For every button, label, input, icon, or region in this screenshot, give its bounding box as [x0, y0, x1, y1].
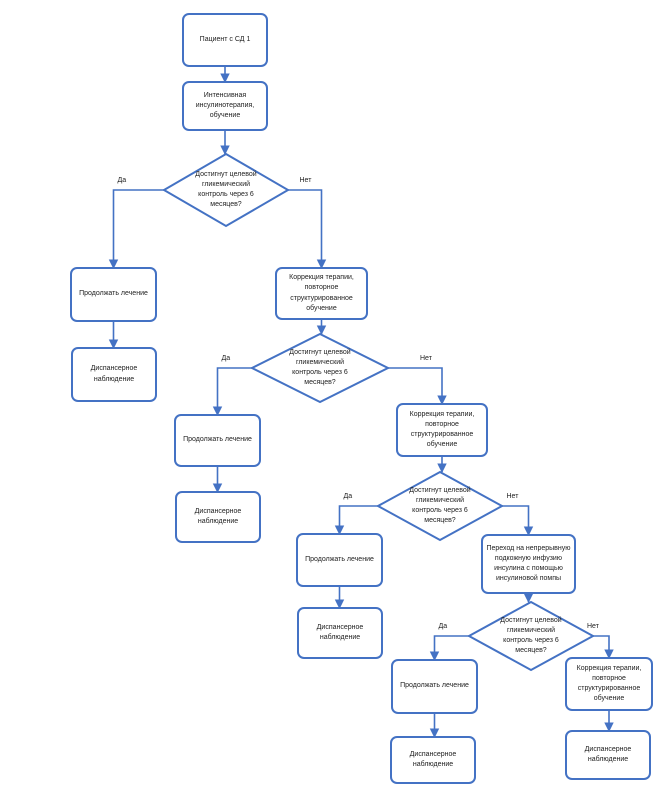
- continue-treatment-2-label: Продолжать лечение: [183, 436, 252, 444]
- decision-4-label: Достигнут целевой гликемический контроль…: [500, 616, 562, 655]
- continue-treatment-1-label: Продолжать лечение: [79, 290, 148, 298]
- continue-treatment-1-box: [70, 267, 157, 322]
- correction-2-label: Коррекция терапии, повторное структуриро…: [409, 410, 475, 449]
- no-label-4: Нет: [587, 623, 599, 630]
- intensive-therapy-box: [182, 81, 268, 131]
- dispensary-1-label: Диспансерное наблюдение: [90, 365, 138, 383]
- insulin-pump-label: Переход на непрерывную подкожную инфузию…: [486, 544, 571, 583]
- connector-yes-3: [334, 505, 378, 535]
- intensive-therapy-label: Интенсивная инсулинотерапия, обучение: [195, 91, 255, 120]
- connector-yes-4: [429, 635, 469, 661]
- decision-2-label: Достигнут целевой гликемический контроль…: [289, 348, 351, 387]
- dispensary-5-label: Диспансерное наблюдение: [584, 745, 632, 763]
- connector-no-2: [388, 367, 447, 405]
- no-label-2: Нет: [420, 355, 432, 362]
- decision-3-label: Достигнут целевой гликемический контроль…: [409, 486, 471, 525]
- no-label-3: Нет: [506, 493, 519, 500]
- dispensary-3-label: Диспансерное наблюдение: [316, 623, 364, 641]
- continue-treatment-2-box: [174, 414, 261, 467]
- continue-treatment-3-label: Продолжать лечение: [305, 555, 374, 563]
- decision-1-label: Достигнут целевой гликемический контроль…: [195, 170, 257, 209]
- yes-label-1: Да: [117, 177, 127, 184]
- dispensary-4-box: [390, 736, 476, 784]
- no-label-1: Нет: [299, 177, 312, 184]
- continue-treatment-4-box: [391, 659, 478, 714]
- correction-2-box: [396, 403, 488, 457]
- patient-box: [182, 13, 268, 67]
- flowchart-shapes: [70, 13, 653, 784]
- dispensary-2-box: [175, 491, 261, 543]
- dispensary-3-box: [297, 607, 383, 659]
- dispensary-5-box: [565, 730, 651, 780]
- connector-yes-1: [108, 189, 164, 269]
- connector-no-1: [288, 189, 327, 269]
- decision-2-diamond: [249, 332, 391, 404]
- yes-label-4: Да: [438, 623, 448, 630]
- yes-label-2: Да: [221, 355, 231, 362]
- correction-3-box: [565, 657, 653, 711]
- connector-no-4: [593, 635, 614, 659]
- connector-yes-2: [212, 367, 252, 416]
- patient-label: Пациент с СД 1: [199, 35, 251, 43]
- decision-1-diamond: [162, 152, 290, 228]
- continue-treatment-4-label: Продолжать лечение: [400, 682, 469, 690]
- decision-4-diamond: [466, 600, 596, 672]
- yes-label-3: Да: [343, 493, 353, 500]
- continue-treatment-3-box: [296, 533, 383, 587]
- insulin-pump-box: [481, 534, 576, 594]
- dispensary-4-label: Диспансерное наблюдение: [409, 750, 457, 768]
- correction-3-label: Коррекция терапии, повторное структуриро…: [576, 664, 642, 703]
- decision-3-diamond: [375, 470, 505, 542]
- correction-1-label: Коррекция терапии, повторное структуриро…: [289, 274, 354, 312]
- dispensary-2-label: Диспансерное наблюдение: [194, 507, 242, 525]
- connector-lines: [108, 66, 614, 738]
- dispensary-1-box: [71, 347, 157, 402]
- connector-no-3: [502, 505, 534, 536]
- correction-1-box: [275, 267, 368, 320]
